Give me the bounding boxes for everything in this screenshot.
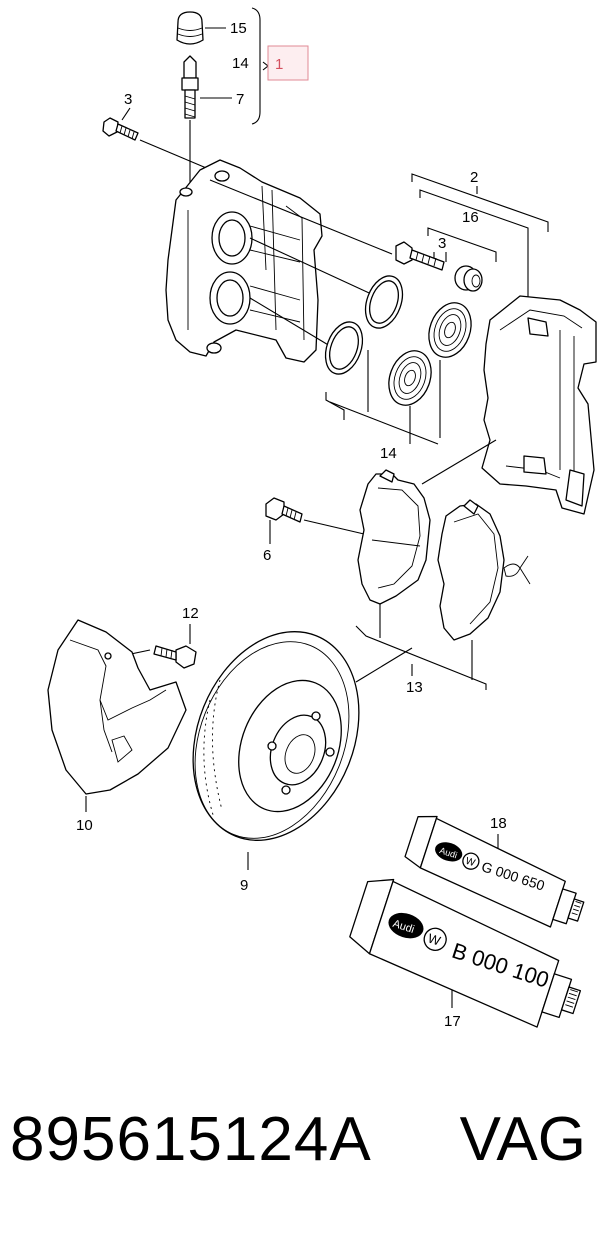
brake-pad-inner [357,469,431,605]
callout-14-bottom: 14 [380,445,397,462]
callout-15-top: 15 [230,20,247,37]
bracket-group-1 [251,7,261,125]
bleed-cap-part-15 [176,11,204,45]
seal-ring-upper [364,275,404,329]
guide-pin-part-3-right [395,241,445,271]
bleed-screw-part-7 [181,55,199,119]
leader-piston-lower [249,297,331,347]
diagram-canvas: 15 14 1 7 3 2 16 [47,7,597,1030]
leader-caliper-to-pin [209,179,393,255]
part-footer: 895615124A VAG [0,1085,600,1195]
bolt-part-3-left [102,117,139,141]
bracket-16 [427,227,497,262]
leader-disc-to-pads [355,647,413,683]
part-number: 895615124A [10,1105,372,1174]
spring-clip [503,555,531,585]
brand-label: VAG [459,1105,586,1174]
bracket-13 [355,604,487,690]
callout-10: 10 [76,817,93,834]
piston-boot-upper [428,302,472,358]
bolt-part-12 [153,645,197,669]
bracket-group-2-inner [419,189,529,300]
callout-6: 6 [263,547,271,564]
brake-disc-part-9 [192,631,360,841]
callout-16: 16 [462,209,479,226]
bracket-group-2 [411,173,549,232]
callout-17: 17 [444,1013,461,1030]
highlight-box-1 [267,45,309,81]
callout-12: 12 [182,605,199,622]
callout-9: 9 [240,877,248,894]
seal-ring-lower [324,321,364,375]
callout-18: 18 [490,815,507,832]
piston-boot-lower [388,350,432,406]
callout-7: 7 [236,91,244,108]
callout-13: 13 [406,679,423,696]
bracket-3-right [433,252,447,262]
leader-carrier-to-pads [421,439,497,485]
caliper-housing [165,159,323,363]
callout-1-highlighted: 1 [275,56,283,73]
bracket-14 [329,401,439,445]
callout-arrow [262,61,269,71]
dust-boot-part-16 [454,265,483,292]
callout-14-top: 14 [232,55,249,72]
bracket-14-lines [325,350,441,444]
caliper-carrier [481,295,597,515]
vw-logo-small: W [464,856,477,870]
leader-bolt-6-to-pad [303,519,365,535]
leader-3-left [121,107,131,121]
vw-logo-large: W [426,930,443,948]
callout-3-left: 3 [124,91,132,108]
leader-piston-upper [249,237,381,299]
brake-pad-outer [437,499,505,641]
grease-tube-part-17: Audi W B 000 100 [349,878,582,1028]
bolt-part-6 [265,497,303,523]
splash-shield-part-10 [47,619,187,795]
callout-3-right: 3 [438,235,446,252]
callout-2: 2 [470,169,478,186]
